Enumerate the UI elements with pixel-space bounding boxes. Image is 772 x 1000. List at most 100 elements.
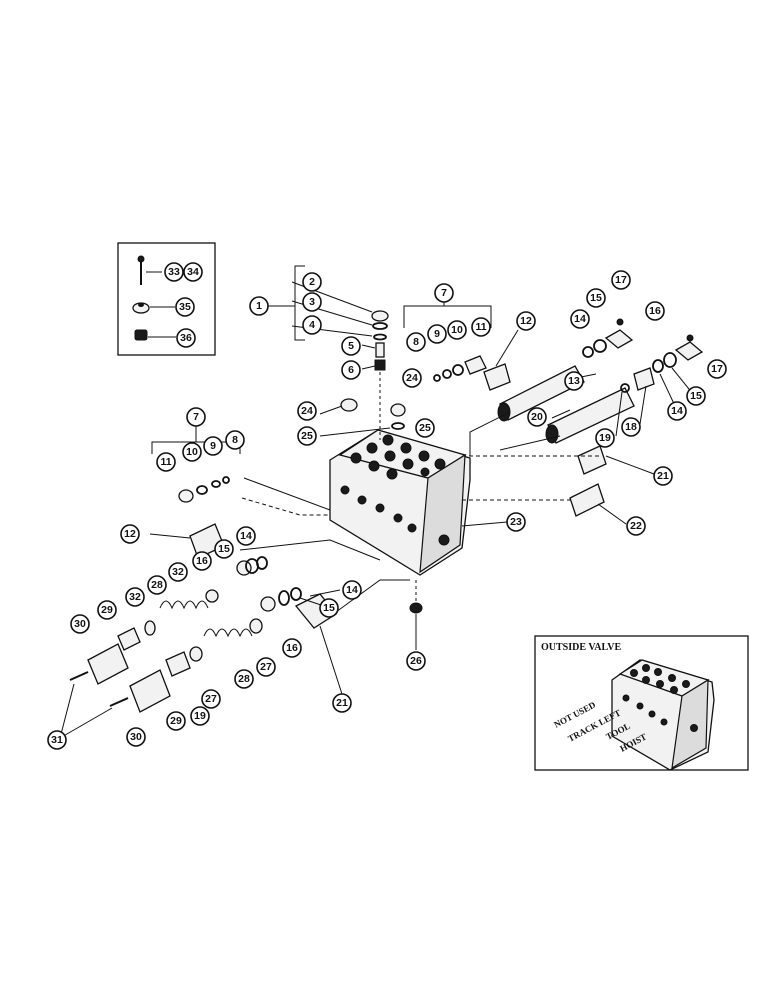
svg-text:15: 15 [218,543,230,555]
callout: 32 [125,587,145,607]
callout: 36 [176,328,196,348]
callout: 12 [120,524,140,544]
svg-text:14: 14 [346,584,358,596]
callout: 26 [406,651,426,671]
callout: 30 [126,727,146,747]
spools [497,318,704,517]
callout: 11 [156,452,176,472]
svg-text:5: 5 [348,340,354,352]
callout: 15 [586,288,606,308]
callout: 9 [203,436,223,456]
svg-text:8: 8 [413,336,419,348]
svg-text:35: 35 [179,301,191,313]
svg-text:27: 27 [205,693,217,705]
svg-text:28: 28 [151,579,163,591]
callout: 16 [645,301,665,321]
svg-text:7: 7 [441,287,447,299]
callout: 13 [564,371,584,391]
callout: 2 [302,272,322,292]
svg-text:10: 10 [186,446,198,458]
svg-text:7: 7 [193,411,199,423]
callout: 19 [595,428,615,448]
svg-text:34: 34 [187,266,199,278]
callout: 8 [225,430,245,450]
valve-body-ports [340,434,450,546]
svg-text:16: 16 [196,555,208,567]
callout: 19 [190,706,210,726]
callout: 6 [341,360,361,380]
svg-text:36: 36 [180,332,192,344]
end-cap-30-lower [129,669,171,713]
svg-text:6: 6 [348,364,354,376]
nut-36 [134,329,148,341]
valve-body [329,429,471,576]
svg-text:17: 17 [615,274,627,286]
callout: 8 [406,332,426,352]
svg-text:15: 15 [323,602,335,614]
svg-text:16: 16 [649,305,661,317]
callout: 30 [70,614,90,634]
svg-text:27: 27 [260,661,272,673]
svg-text:13: 13 [568,375,580,387]
callout: 10 [447,320,467,340]
callout: 7 [434,283,454,303]
left-exploded-parts [69,476,423,713]
svg-text:8: 8 [232,434,238,446]
svg-text:2: 2 [309,276,315,288]
callout: 15 [214,539,234,559]
callout: 24 [402,368,422,388]
svg-text:14: 14 [671,405,683,417]
svg-text:20: 20 [531,411,543,423]
svg-text:18: 18 [625,421,637,433]
callout: 27 [201,689,221,709]
svg-text:4: 4 [309,319,315,331]
svg-text:29: 29 [170,715,182,727]
callout: 33 [164,262,184,282]
svg-text:1: 1 [256,300,262,312]
callout: 7 [186,407,206,427]
callout: 3 [302,292,322,312]
end-cap-30-upper [87,643,129,685]
callout: 1 [249,296,269,316]
callout: 34 [183,262,203,282]
callout: 17 [611,270,631,290]
svg-text:19: 19 [194,710,206,722]
svg-text:21: 21 [657,470,669,482]
svg-text:12: 12 [124,528,136,540]
svg-text:16: 16 [286,642,298,654]
svg-text:32: 32 [129,591,141,603]
callout: 16 [282,638,302,658]
callout: 23 [506,512,526,532]
callout: 27 [256,657,276,677]
callout: 14 [667,401,687,421]
svg-text:21: 21 [336,697,348,709]
svg-text:12: 12 [520,315,532,327]
callout: 14 [570,309,590,329]
svg-text:14: 14 [240,530,252,542]
callout: 24 [297,401,317,421]
callout: 16 [192,551,212,571]
svg-text:31: 31 [51,734,63,746]
svg-text:15: 15 [690,390,702,402]
callout: 35 [175,297,195,317]
callout: 17 [707,359,727,379]
callout: 4 [302,315,322,335]
callout: 25 [297,426,317,446]
svg-text:11: 11 [475,321,486,333]
svg-text:23: 23 [510,516,522,528]
callout: 9 [427,324,447,344]
svg-text:24: 24 [301,405,313,417]
svg-text:30: 30 [130,731,142,743]
svg-text:33: 33 [168,266,180,278]
svg-text:19: 19 [599,432,611,444]
svg-text:32: 32 [172,566,184,578]
svg-text:3: 3 [309,296,315,308]
callout: 28 [147,575,167,595]
svg-text:10: 10 [451,324,463,336]
callout: 12 [516,311,536,331]
callout: 22 [626,516,646,536]
svg-text:9: 9 [210,440,216,452]
svg-text:24: 24 [406,372,418,384]
svg-text:26: 26 [410,655,422,667]
svg-text:25: 25 [419,422,431,434]
